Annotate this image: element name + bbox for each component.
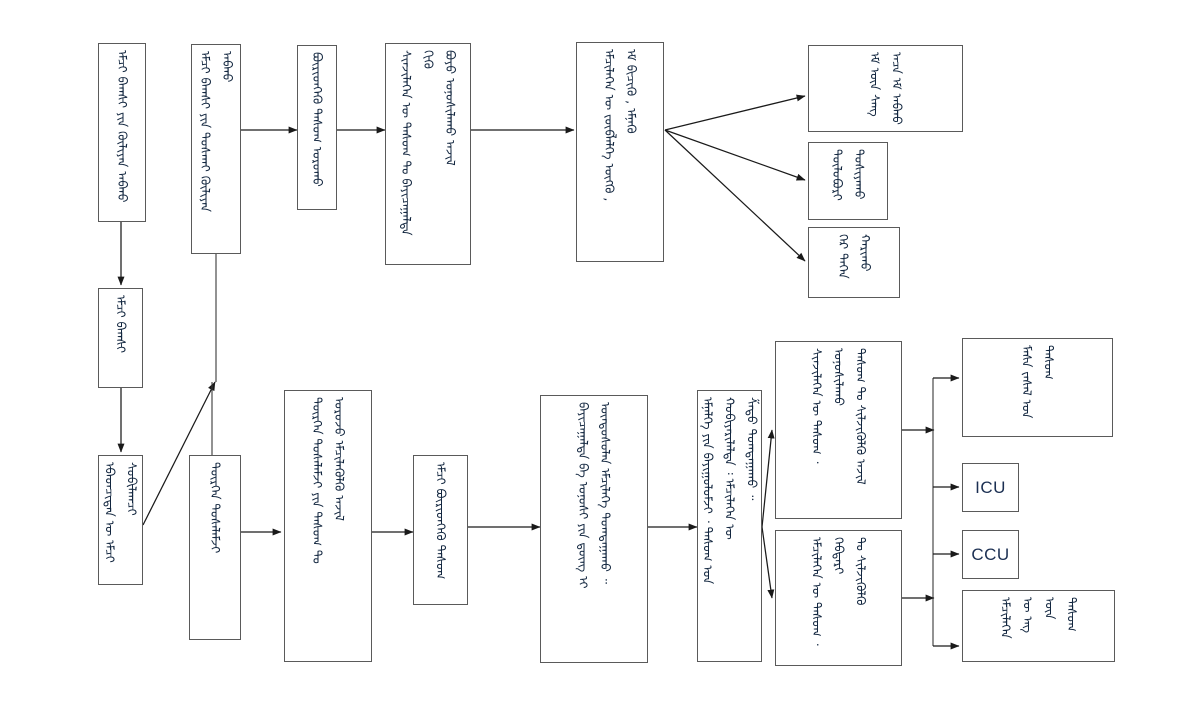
node-label: ᠲᠦᠷᠭᠡᠨ ᠲᠤᠰᠠᠯᠠᠮᠵᠢ [207,462,223,554]
node-reception-doctor[interactable]: ᠡᠮᠴᠢ ᠪᠠᠭᠰᠢ ᠶᠢᠨ ᠬᠦᠯᠢᠶᠡᠨ ᠠᠪᠬᠤ [98,43,146,222]
node-specialist-reception[interactable]: ᠡᠮᠴᠢ ᠪᠠᠭᠰᠢ ᠶᠢᠨ ᠲᠤᠰᠬᠠᠢ ᠬᠦᠯᠢᠶᠡᠨ ᠠᠪᠬᠤ [191,44,241,254]
node-label: CCU [971,544,1010,564]
node-payment[interactable]: ᠲᠥᠯᠥᠪᠦᠷᠢ ᠲᠤᠰᠢᠶᠠᠬᠤ [808,142,888,220]
edge-n15-n16 [761,429,775,528]
node-transfer-to-ward-bed[interactable]: ᠡᠮᠴᠢᠯᠡᠭᠡᠨ ᠦ ᠲᠠᠰᠤᠭ ᠂ ᠬᠡᠪᠲᠡᠷᠢ ᠲᠤ ᠰᠢᠯᠵᠢᠭᠦᠯᠬ… [775,530,902,666]
node-label: ᠡᠮ ᠦᠨ ᠰᠠᠩ ᠠᠴᠠ ᠡᠮ ᠠᠪᠬᠤ [867,52,905,125]
node-label: ᠡᠮᠴᠢ ᠪᠦᠷᠢᠳᠬᠡᠬᠦ ᠲᠠᠰᠤᠭ [433,462,449,580]
node-label: ᠡᠮᠴᠢ ᠪᠠᠭᠰᠢ ᠶᠢᠨ ᠲᠤᠰᠬᠠᠢ ᠬᠦᠯᠢᠶᠡᠨ ᠠᠪᠬᠤ [198,51,235,216]
node-registration-room[interactable]: ᠪᠦᠷᠢᠳᠬᠡᠬᠦ ᠲᠠᠰᠤᠭ ᠣᠷᠣᠬᠤ [297,45,337,210]
edge-n5-n8 [664,129,806,262]
node-emergency-room-treatment[interactable]: ᠲᠦᠷᠭᠡᠨ ᠲᠤᠰᠠᠯᠠᠮᠵᠢ ᠶᠢᠨ ᠲᠠᠰᠤᠭ ᠲᠤ ᠣᠷᠣᠵᠤ ᠡᠮᠴᠢ… [284,390,372,662]
node-label: ᠲᠦᠷᠭᠡᠨ ᠲᠤᠰᠠᠯᠠᠮᠵᠢ ᠶᠢᠨ ᠲᠠᠰᠤᠭ ᠲᠤ ᠣᠷᠣᠵᠤ ᠡᠮᠴᠢ… [310,397,347,564]
node-ccu[interactable]: CCU [962,530,1019,579]
node-doctor-registration-room[interactable]: ᠡᠮᠴᠢ ᠪᠦᠷᠢᠳᠬᠡᠬᠦ ᠲᠠᠰᠤᠭ [413,455,468,605]
node-examination-diagnosis[interactable]: ᠰᠢᠨᠵᠢᠯᠡᠭᠡᠨ ᠦ ᠲᠠᠰᠤᠭ ᠲᠤ ᠪᠠᠶᠢᠴᠠᠭᠠᠯᠲᠠ ᠬᠢᠬᠦ ᠪ… [385,43,471,265]
node-label: ᠪᠠᠶᠢᠴᠠᠭᠠᠯᠲᠠ ᠪᠠ ᠣᠨᠣᠰᠢ ᠶᠢᠨ ᠳ᠋ᠦᠩ ᠢ ᠦᠨᠳᠦᠰᠦᠯᠡ… [576,402,613,589]
edge-n5-n7 [664,129,806,181]
node-label: ᠡᠮᠨᠡᠯᠭᠡ ᠶᠢᠨ ᠪᠠᠶᠢᠭᠤᠯᠤᠮᠵᠢ ᠂ ᠲᠠᠰᠤᠭ ᠤᠨ ᠬᠤᠪᠢᠶ… [700,397,760,585]
node-label: ᠡᠮᠴᠢᠯᠡᠭᠡᠨ ᠦ ᠲᠠᠰᠤᠭ ᠂ ᠬᠡᠪᠲᠡᠷᠢ ᠲᠤ ᠰᠢᠯᠵᠢᠭᠦᠯᠬ… [809,537,869,646]
node-go-home[interactable]: ᠭᠡᠷ ᠲᠡᠭᠡᠨ ᠬᠠᠷᠢᠬᠤ [808,227,900,298]
edge-n5-n6 [664,94,806,131]
node-label: ᠡᠪᠡᠳᠴᠢᠲᠡᠨ ᠦ ᠡᠮᠴᠢ ᠰᠤᠪᠢᠯᠠᠭᠴᠢ [102,462,140,567]
node-label: ᠰᠢᠨᠵᠢᠯᠡᠭᠡᠨ ᠦ ᠲᠠᠰᠤᠭ ᠂ ᠣᠨᠣᠰᠢᠯᠠᠬᠤ ᠲᠠᠰᠤᠭ ᠲᠤ … [809,348,869,485]
node-label: ᠡᠮᠴᠢᠯᠡᠭᠡᠨ ᠦ ᠵᠥᠪᠯᠡᠯᠭᠡ ᠥᠭᠭᠦ , ᠡᠮ ᠪᠢᠴᠢᠬᠦ , … [602,49,639,202]
node-operating-room[interactable]: ᠮᠡᠰᠡ ᠵᠠᠰᠠᠯ ᠤᠨ ᠲᠠᠰᠤᠭ [962,338,1113,437]
node-label: ᠲᠥᠯᠥᠪᠦᠷᠢ ᠲᠤᠰᠢᠶᠠᠬᠤ [830,149,867,205]
node-label: ᠡᠮᠴᠢ ᠪᠠᠭᠰᠢ [113,295,129,353]
node-label: ᠪᠦᠷᠢᠳᠬᠡᠬᠦ ᠲᠠᠰᠤᠭ ᠣᠷᠣᠬᠤ [309,52,325,187]
node-icu[interactable]: ICU [962,463,1019,512]
edge-n15-n17 [761,526,775,599]
node-consult-prescribe-treat[interactable]: ᠡᠮᠴᠢᠯᠡᠭᠡᠨ ᠦ ᠵᠥᠪᠯᠡᠯᠭᠡ ᠥᠭᠭᠦ , ᠡᠮ ᠪᠢᠴᠢᠬᠦ , … [576,42,664,262]
node-general-ward[interactable]: ᠡᠮᠴᠢᠯᠡᠭᠡᠨ ᠦ ᠡᠩ ᠦᠨ ᠲᠠᠰᠤᠭ [962,590,1115,662]
node-patient-nurse[interactable]: ᠲᠦᠷᠭᠡᠨ ᠲᠤᠰᠠᠯᠠᠮᠵᠢ [189,455,241,640]
node-label: ᠮᠡᠰᠡ ᠵᠠᠰᠠᠯ ᠤᠨ ᠲᠠᠰᠤᠭ [1019,345,1057,423]
node-emergency-service[interactable]: ᠡᠪᠡᠳᠴᠢᠲᠡᠨ ᠦ ᠡᠮᠴᠢ ᠰᠤᠪᠢᠯᠠᠭᠴᠢ [98,455,143,585]
node-doctor[interactable]: ᠡᠮᠴᠢ ᠪᠠᠭᠰᠢ [98,288,143,388]
node-ward-allocation[interactable]: ᠡᠮᠨᠡᠯᠭᠡ ᠶᠢᠨ ᠪᠠᠶᠢᠭᠤᠯᠤᠮᠵᠢ ᠂ ᠲᠠᠰᠤᠭ ᠤᠨ ᠬᠤᠪᠢᠶ… [697,390,762,662]
node-treatment-decision[interactable]: ᠪᠠᠶᠢᠴᠠᠭᠠᠯᠲᠠ ᠪᠠ ᠣᠨᠣᠰᠢ ᠶᠢᠨ ᠳ᠋ᠦᠩ ᠢ ᠦᠨᠳᠦᠰᠦᠯᠡ… [540,395,648,663]
node-label: ᠡᠮᠴᠢ ᠪᠠᠭᠰᠢ ᠶᠢᠨ ᠬᠦᠯᠢᠶᠡᠨ ᠠᠪᠬᠤ [114,50,130,203]
node-label: ᠭᠡᠷ ᠲᠡᠭᠡᠨ ᠬᠠᠷᠢᠬᠤ [836,234,873,283]
node-label: ICU [975,477,1006,497]
node-transfer-to-exam-diagnostic[interactable]: ᠰᠢᠨᠵᠢᠯᠡᠭᠡᠨ ᠦ ᠲᠠᠰᠤᠭ ᠂ ᠣᠨᠣᠰᠢᠯᠠᠬᠤ ᠲᠠᠰᠤᠭ ᠲᠤ … [775,341,902,519]
node-pharmacy-pickup[interactable]: ᠡᠮ ᠦᠨ ᠰᠠᠩ ᠠᠴᠠ ᠡᠮ ᠠᠪᠬᠤ [808,45,963,132]
node-label: ᠰᠢᠨᠵᠢᠯᠡᠭᠡᠨ ᠦ ᠲᠠᠰᠤᠭ ᠲᠤ ᠪᠠᠶᠢᠴᠠᠭᠠᠯᠲᠠ ᠬᠢᠬᠦ ᠪ… [399,50,458,236]
node-label: ᠡᠮᠴᠢᠯᠡᠭᠡᠨ ᠦ ᠡᠩ ᠦᠨ ᠲᠠᠰᠤᠭ [998,597,1080,643]
